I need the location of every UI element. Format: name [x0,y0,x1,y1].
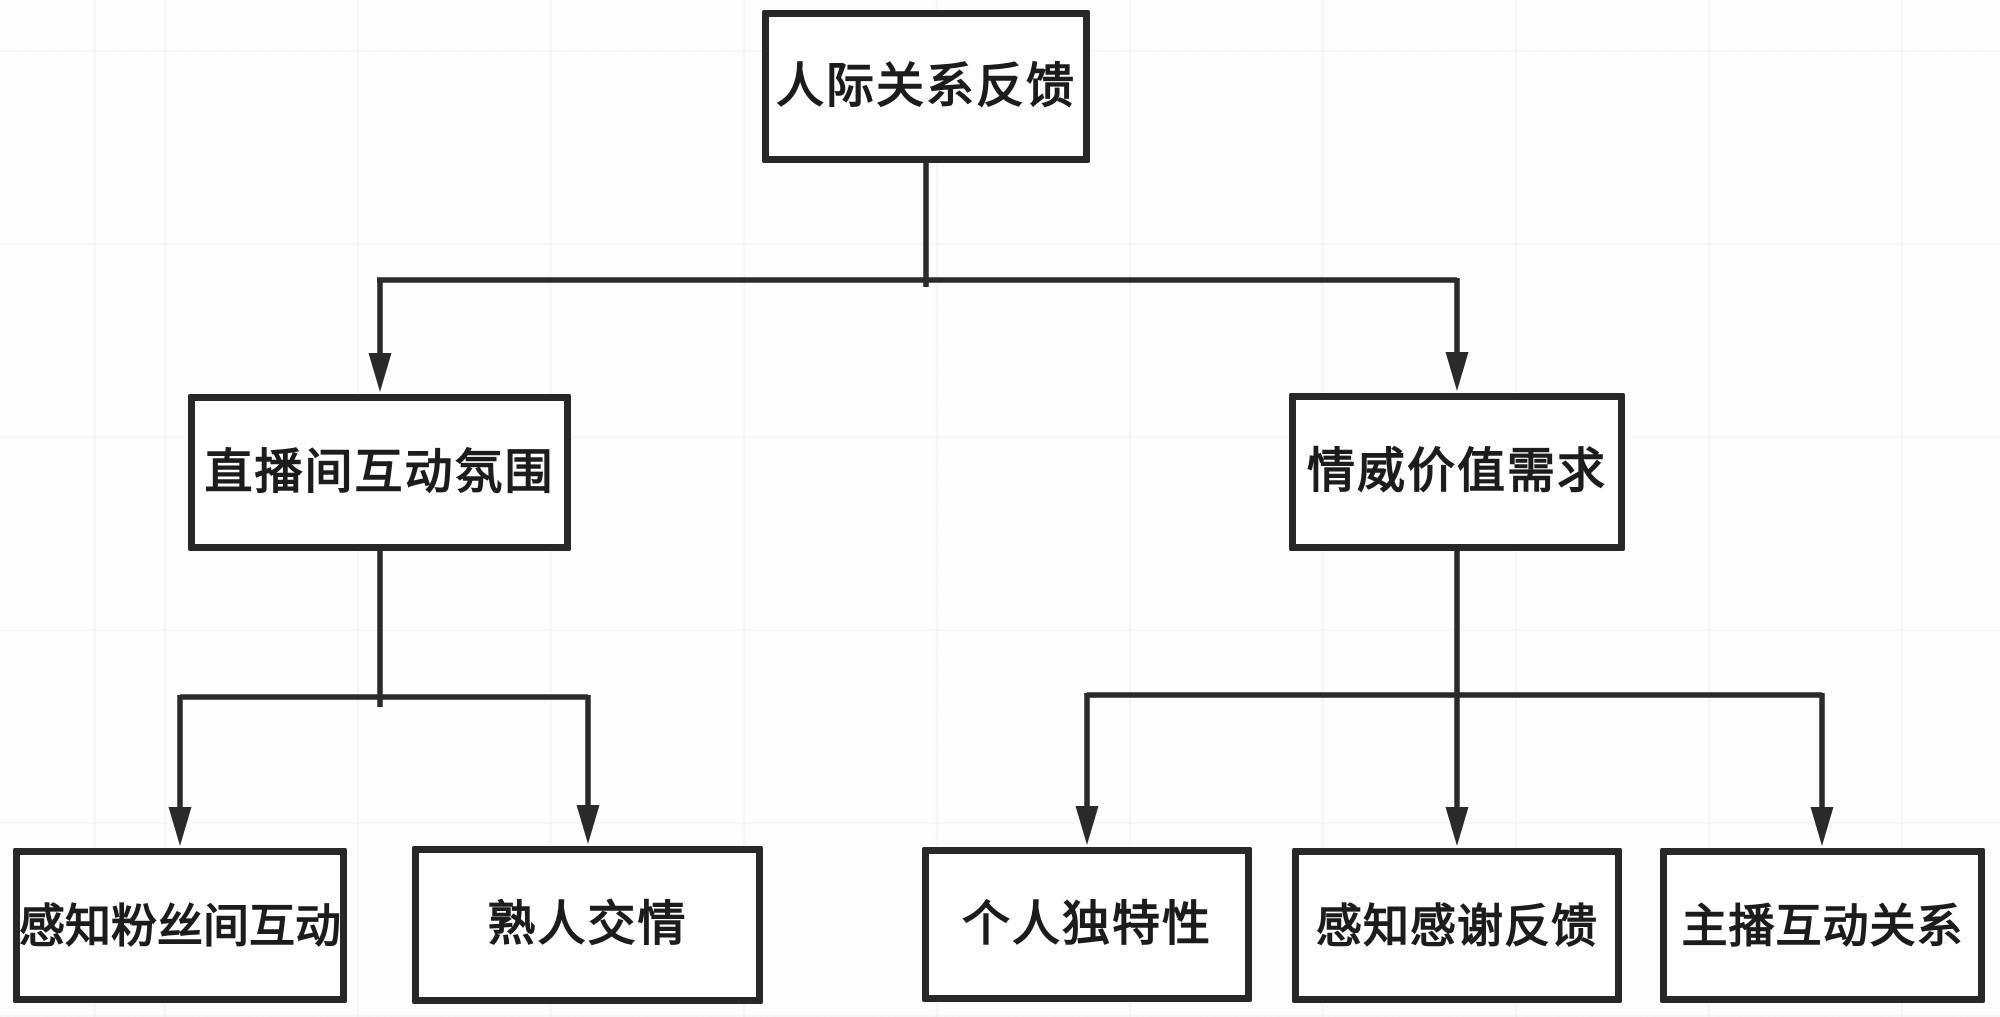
node-label: 个人独特性 [961,897,1212,951]
arrowhead-l3-2 [576,805,600,844]
node-label: 熟人交情 [487,898,688,951]
arrowhead-l3-4 [1445,807,1469,846]
arrowhead-l3-5 [1810,807,1834,846]
node-label: 直播间互动氛围 [204,445,555,499]
node-live-room-interaction-atmosphere: 直播间互动氛围 [188,394,571,551]
node-perceived-gratitude-feedback: 感知感谢反馈 [1292,848,1622,1003]
node-emotional-value-needs: 情威价值需求 [1289,393,1625,551]
node-acquaintance-friendship: 熟人交情 [412,846,763,1004]
node-label: 感知感谢反馈 [1316,899,1598,952]
arrowhead-l2-left [368,353,392,392]
arrowhead-l2-right [1445,352,1469,391]
node-label: 人际关系反馈 [775,59,1076,113]
node-streamer-interaction-relationship: 主播互动关系 [1660,848,1985,1003]
arrowhead-l3-1 [168,807,192,846]
node-label: 主播互动关系 [1681,899,1964,952]
node-label: 情威价值需求 [1306,445,1607,498]
node-perceived-fan-interaction: 感知粉丝间互动 [13,848,347,1003]
node-interpersonal-relationship-feedback: 人际关系反馈 [762,10,1090,163]
arrowhead-l3-3 [1075,806,1099,845]
node-label: 感知粉丝间互动 [19,899,341,952]
node-personal-uniqueness: 个人独特性 [922,847,1252,1002]
